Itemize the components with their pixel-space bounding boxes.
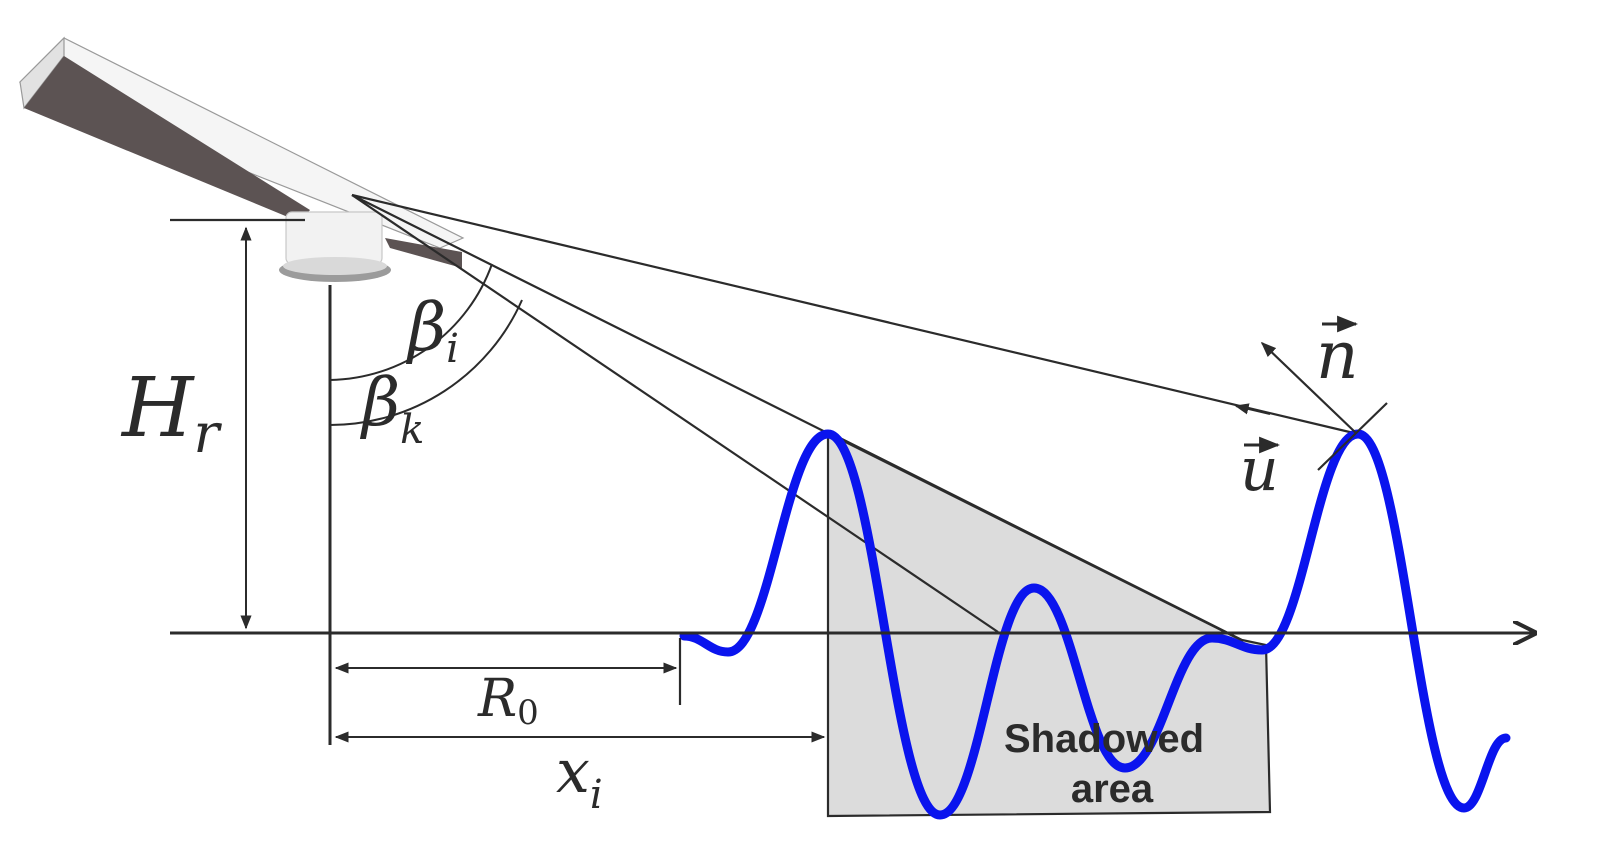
- beta-k-arc: [329, 299, 523, 426]
- normal-vector-arrow: [1260, 341, 1357, 434]
- ray-to-far-crest: [351, 193, 1359, 436]
- tangent-line: [1317, 402, 1388, 471]
- antenna-boom-side-right: [385, 238, 462, 268]
- antenna-boom-side: [24, 56, 310, 222]
- height-label: Hr: [120, 361, 223, 465]
- shadowed-area-label-line2: area: [1071, 767, 1154, 811]
- shadowed-area-label-line1: Shadowed: [1004, 717, 1204, 761]
- beta-i-arc: [329, 263, 493, 381]
- radar-rays: [351, 193, 1359, 642]
- direction-vector-label: u: [1240, 435, 1281, 505]
- beta-i-label: βi: [405, 289, 459, 372]
- incidence-arrowhead: [1234, 403, 1271, 415]
- ray-inner: [351, 194, 999, 633]
- radar-antenna: [18, 36, 465, 282]
- xi-label: xi: [556, 737, 603, 818]
- normal-vector-label: n: [1316, 315, 1359, 394]
- beta-k-label: βk: [359, 364, 424, 453]
- svg-text:n: n: [1316, 317, 1359, 394]
- r0-label: R0: [477, 669, 539, 733]
- ray-tangent-crest: [351, 194, 1244, 642]
- sea-surface-wave: [679, 429, 1511, 820]
